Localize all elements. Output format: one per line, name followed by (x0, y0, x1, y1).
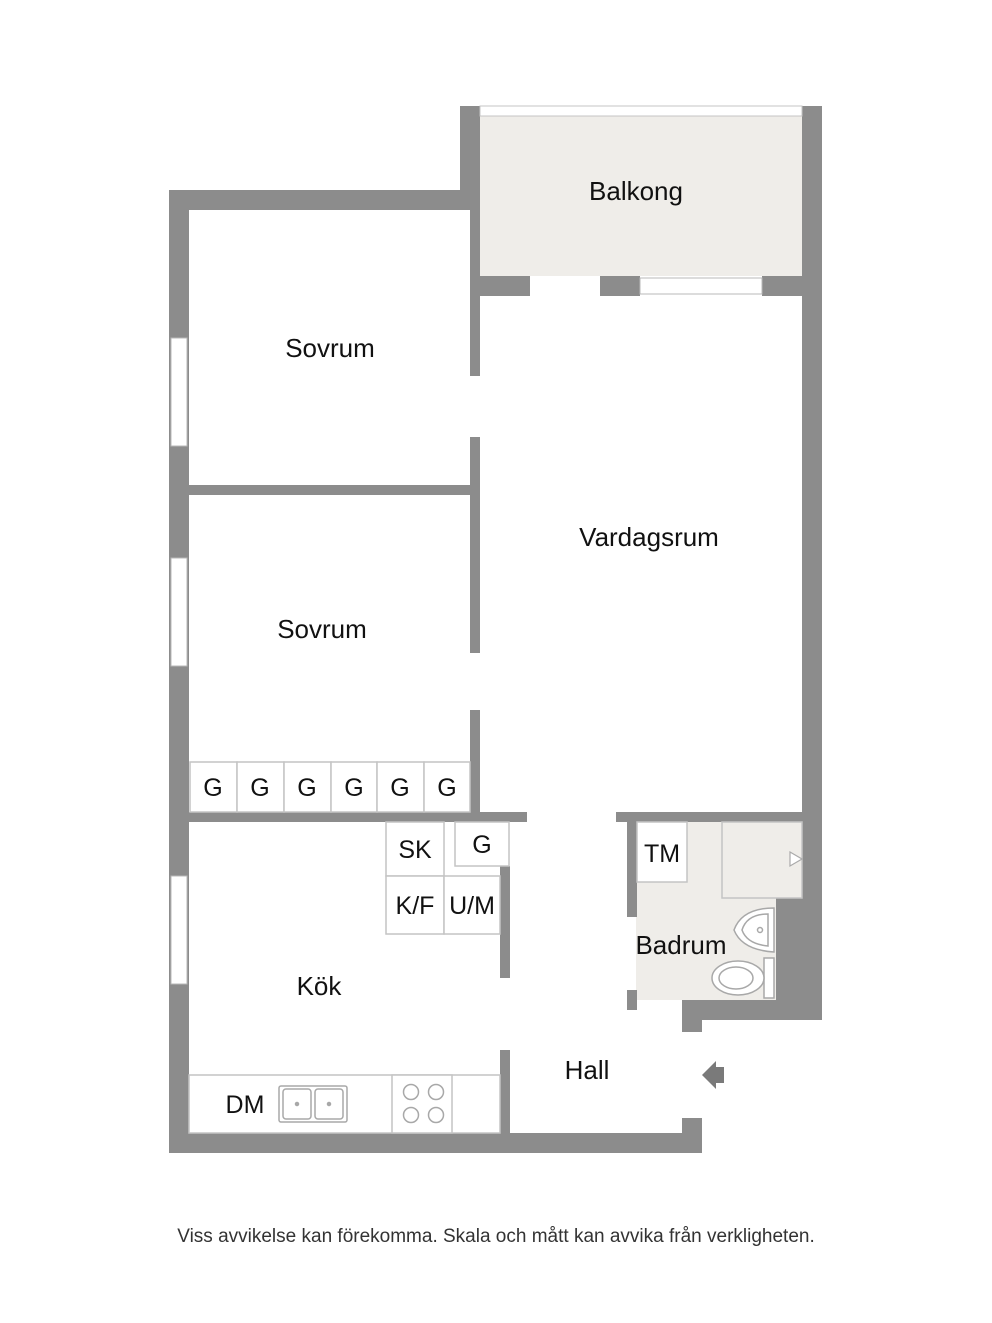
left-windows (170, 337, 188, 985)
bedroom-2-label: Sovrum (277, 614, 367, 644)
wardrobe-label: G (250, 774, 269, 802)
wardrobe-label: G (297, 774, 316, 802)
kitchen-label: Kök (297, 971, 343, 1001)
small-wardrobe-label: G (472, 831, 491, 859)
wardrobe-label: G (203, 774, 222, 802)
wardrobe-label: G (390, 774, 409, 802)
balcony-railing (479, 105, 803, 117)
oven-microwave-label: U/M (449, 892, 495, 920)
washing-machine-label: TM (644, 840, 680, 868)
disclaimer-text: Viss avvikelse kan förekomma. Skala och … (177, 1226, 815, 1247)
wardrobe-row (189, 761, 471, 813)
washing-machine-box (636, 821, 688, 883)
fridge-freezer-label: K/F (396, 892, 435, 920)
dishwasher-label: DM (226, 1091, 265, 1119)
sink-icon (278, 1085, 348, 1123)
shower-drain-icon (789, 850, 804, 868)
wardrobe-label: G (344, 774, 363, 802)
stove-icon (402, 1083, 445, 1124)
balcony-label: Balkong (589, 176, 683, 206)
bedroom-1-label: Sovrum (285, 333, 375, 363)
living-room-label: Vardagsrum (579, 522, 719, 552)
balcony-window (639, 277, 763, 295)
entrance-arrow-icon (702, 1061, 724, 1089)
toilet-icon (711, 957, 775, 999)
bathroom-label: Badrum (635, 930, 726, 960)
washbasin-icon (733, 907, 775, 953)
balcony-wall (470, 276, 822, 296)
balcony-floor (480, 116, 802, 276)
interior-walls (189, 190, 802, 1133)
pantry-label: SK (398, 836, 432, 864)
wardrobe-label: G (437, 774, 456, 802)
kitchen-fixtures (188, 821, 510, 1134)
shower-area (721, 821, 803, 899)
hall-label: Hall (565, 1055, 610, 1085)
